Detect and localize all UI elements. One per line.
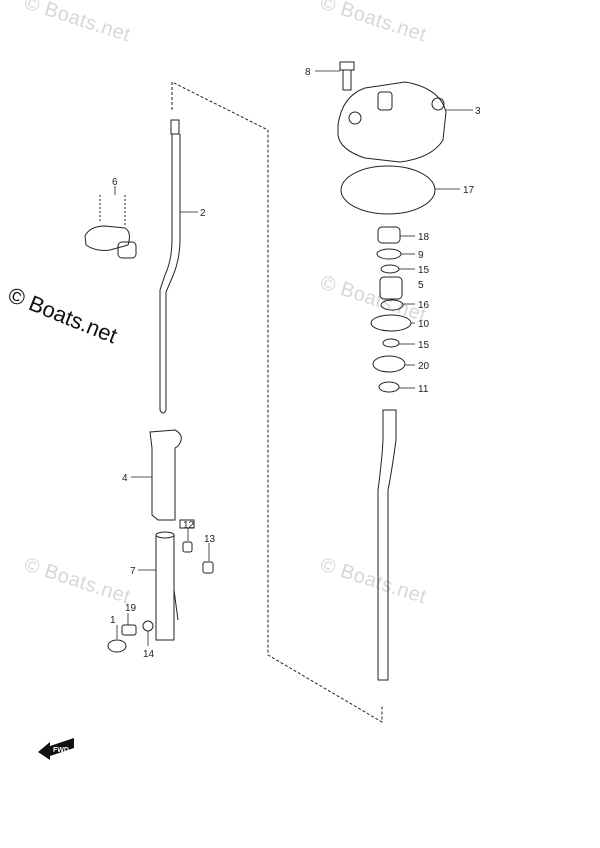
callout-12: 12 (183, 520, 195, 531)
part-snap-ring-20 (372, 355, 406, 373)
part-ring-16 (380, 299, 404, 311)
callout-18: 18 (418, 232, 430, 243)
callout-14: 14 (143, 649, 155, 660)
forward-label: FWD (53, 747, 69, 754)
callout-4: 4 (122, 473, 128, 484)
part-lower-rod (377, 409, 397, 681)
callout-10: 10 (418, 319, 430, 330)
part-clip (84, 195, 137, 259)
leader-lines (114, 70, 473, 646)
part-washer-9 (376, 248, 402, 260)
part-ring-15a (380, 264, 400, 274)
callout-2: 2 (200, 208, 206, 219)
callout-3: 3 (475, 106, 481, 117)
part-pin-12 (182, 541, 193, 553)
forward-arrow-icon: FWD (38, 738, 74, 760)
callout-6: 6 (112, 177, 118, 188)
callout-19: 19 (125, 603, 137, 614)
part-ball-14 (142, 620, 154, 632)
callout-20: 20 (418, 361, 430, 372)
part-cap-1 (107, 639, 127, 653)
part-washer-11 (378, 381, 400, 393)
part-bushing-18 (377, 226, 401, 244)
assembly-dashed-outline (171, 81, 383, 723)
callout-15b: 15 (418, 340, 430, 351)
part-shaft (155, 531, 179, 641)
part-o-ring-17 (340, 165, 436, 215)
callout-1: 1 (110, 615, 116, 626)
callout-11: 11 (418, 384, 429, 395)
part-cover (337, 81, 447, 163)
part-pin-13 (202, 561, 214, 574)
callout-15a: 15 (418, 265, 430, 276)
part-seal-5 (379, 276, 403, 300)
part-spring-19 (121, 624, 137, 636)
callout-17: 17 (463, 185, 475, 196)
part-shift-rod (159, 119, 181, 414)
part-ring-15b (382, 338, 400, 348)
callout-labels: 1 2 3 4 5 6 7 8 9 10 11 12 13 14 15 15 1… (110, 67, 481, 660)
callout-8: 8 (305, 67, 311, 78)
callout-5: 5 (418, 280, 424, 291)
callout-7: 7 (130, 566, 136, 577)
callout-9: 9 (418, 250, 424, 261)
part-plate-10 (370, 314, 412, 332)
part-bolt (339, 61, 355, 91)
part-lever (149, 429, 195, 529)
callout-13: 13 (204, 534, 216, 545)
callout-16: 16 (418, 300, 430, 311)
